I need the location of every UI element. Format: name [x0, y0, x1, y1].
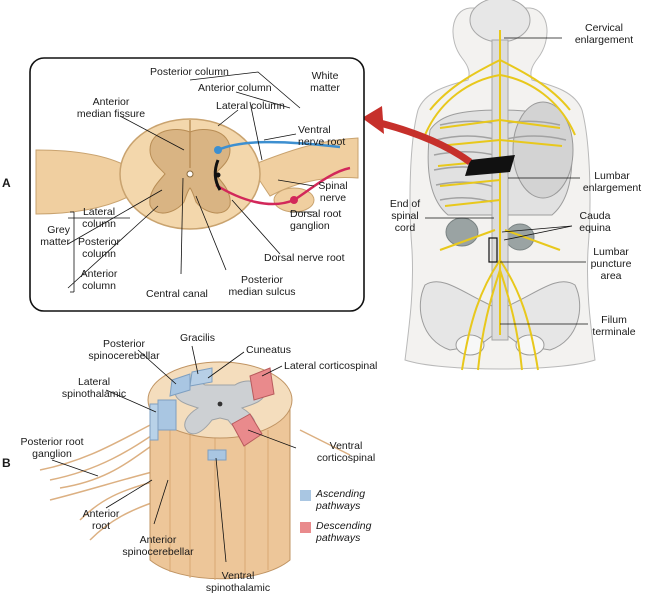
label-dorsal-nerve-root: Dorsal nerve root: [264, 252, 345, 264]
label-anterior-column-white: Anterior column: [198, 82, 272, 94]
label-central-canal: Central canal: [146, 288, 208, 300]
panel-a-cross-section: [29, 57, 365, 312]
descending-swatch: [300, 522, 311, 533]
label-posterior-column: Posterior column: [150, 66, 229, 78]
label-gracilis: Gracilis: [180, 332, 216, 344]
panel-letter-b: B: [2, 456, 11, 470]
body-illustration: [404, 0, 596, 371]
panel-letter-a: A: [2, 176, 11, 190]
panel-b-tracts: [39, 345, 351, 580]
label-cuneatus: Cuneatus: [246, 344, 291, 356]
ascending-swatch: [300, 490, 311, 501]
label-lateral-corticospinal: Lateral corticospinal: [284, 360, 378, 372]
label-lateral-column-white: Lateral column: [216, 100, 285, 112]
